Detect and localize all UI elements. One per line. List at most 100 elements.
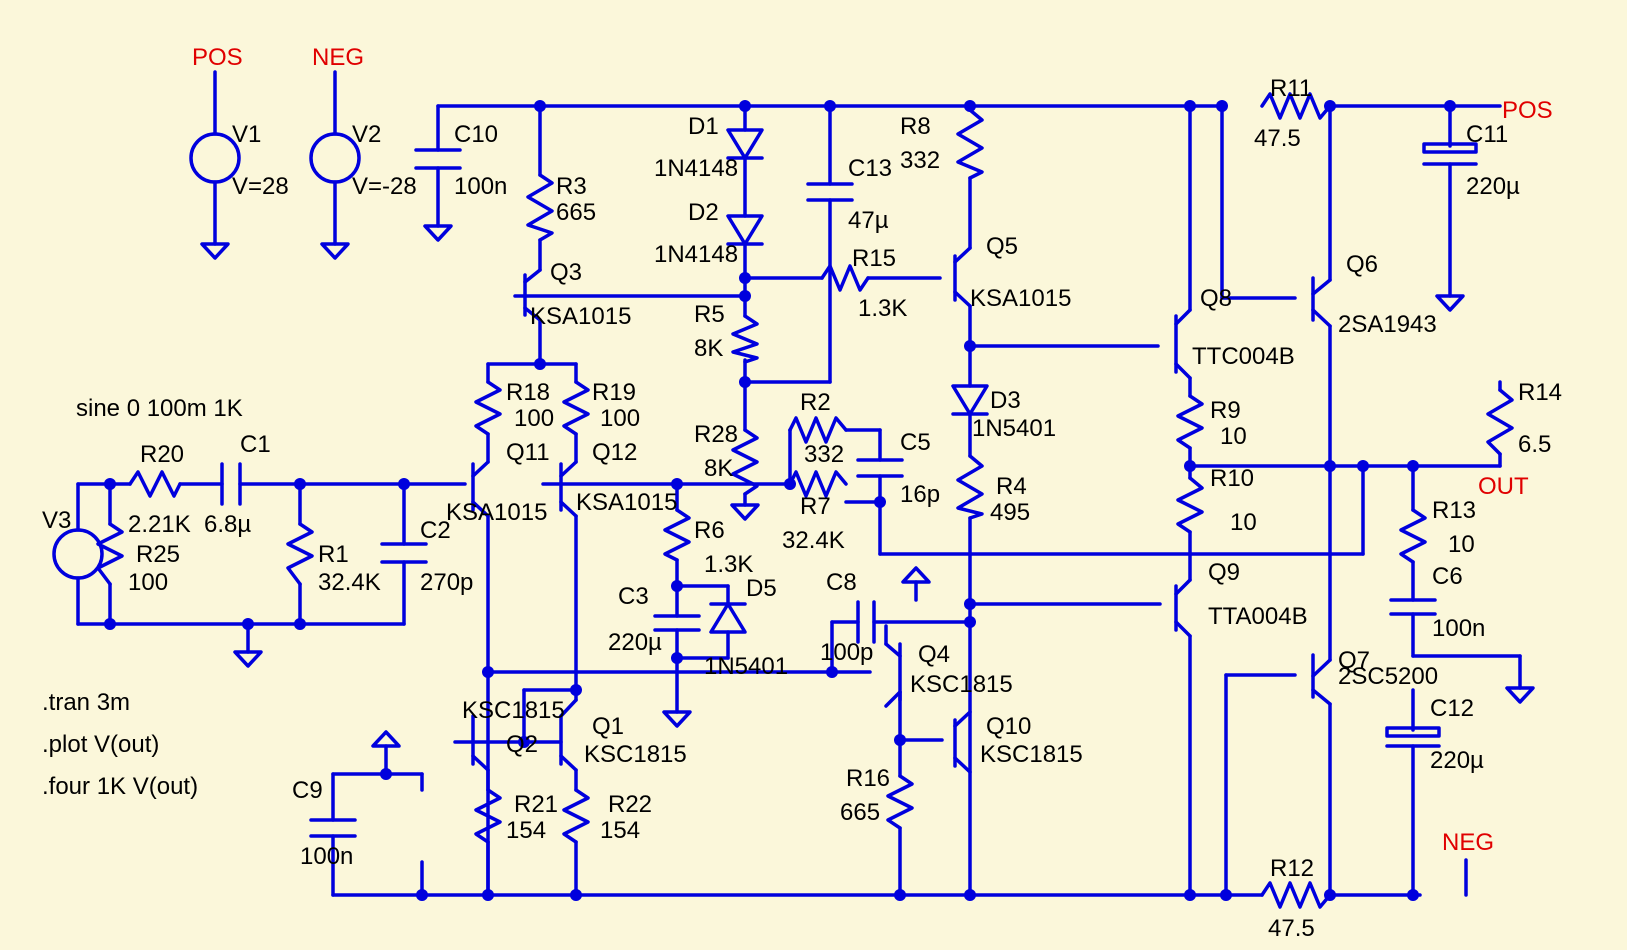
r11-value: 47.5 — [1254, 125, 1301, 152]
c11-name: C11 — [1466, 121, 1508, 148]
c12-name: C12 — [1430, 695, 1474, 722]
c13-value: 47µ — [848, 207, 889, 234]
v1-value: V=28 — [232, 173, 289, 200]
r12-value: 47.5 — [1268, 915, 1315, 942]
r2-value: 332 — [804, 441, 844, 468]
q5-value: KSA1015 — [970, 285, 1071, 312]
c3-name: C3 — [618, 583, 649, 610]
resistor-r6 — [663, 508, 691, 562]
spice-directives: .tran 3m .plot V(out) .four 1K V(out) — [42, 689, 198, 800]
source-symbols — [52, 132, 361, 580]
v2-name: V2 — [352, 121, 381, 148]
v2-value: V=-28 — [352, 173, 417, 200]
r22-value: 154 — [600, 817, 640, 844]
q9-name: Q9 — [1208, 559, 1240, 586]
r20-name: R20 — [140, 441, 184, 468]
resistor-r25 — [96, 522, 124, 586]
resistor-r14 — [1486, 388, 1514, 456]
q12-name: Q12 — [592, 439, 637, 466]
v1-name: V1 — [232, 121, 261, 148]
net-label-neg-bottom: NEG — [1442, 829, 1494, 856]
r12-name: R12 — [1270, 855, 1314, 882]
directive-plot: .plot V(out) — [42, 731, 159, 758]
c9-name: C9 — [292, 777, 323, 804]
r4-value: 495 — [990, 499, 1030, 526]
r22-name: R22 — [608, 791, 652, 818]
q8-value: TTC004B — [1192, 343, 1295, 370]
r1-value: 32.4K — [318, 569, 381, 596]
r11-name: R11 — [1270, 75, 1312, 102]
resistor-r19 — [562, 380, 590, 436]
r18-value: 100 — [514, 405, 554, 432]
r9-name: R9 — [1210, 397, 1241, 424]
directive-tran: .tran 3m — [42, 689, 130, 716]
r10-name: R10 — [1210, 465, 1254, 492]
r16-value: 665 — [840, 799, 880, 826]
r5-name: R5 — [694, 301, 725, 328]
r3-name: R3 — [556, 173, 587, 200]
d3-name: D3 — [990, 387, 1021, 414]
resistor-r4 — [956, 454, 984, 520]
r19-name: R19 — [592, 379, 636, 406]
c12-value: 220µ — [1430, 747, 1484, 774]
resistor-r13 — [1399, 508, 1427, 564]
r28-value: 8K — [704, 455, 733, 482]
resistor-r15 — [820, 264, 870, 292]
resistor-r28 — [731, 428, 759, 496]
r15-name: R15 — [852, 245, 896, 272]
net-label-pos-out: POS — [1502, 97, 1553, 124]
v3-value: sine 0 100m 1K — [76, 395, 243, 422]
d5-value: 1N5401 — [704, 653, 788, 680]
r9-value: 10 — [1220, 423, 1247, 450]
resistor-r1 — [286, 522, 314, 586]
q9-value: TTA004B — [1208, 603, 1308, 630]
q4-value: KSC1815 — [910, 671, 1013, 698]
r16-name: R16 — [846, 765, 890, 792]
component-labels: V1 V=28 V2 V=-28 V3 sine 0 100m 1K C10 1… — [42, 75, 1562, 942]
c3-value: 220µ — [608, 629, 662, 656]
r21-value: 154 — [506, 817, 546, 844]
ground-symbols — [200, 224, 1535, 748]
c8-name: C8 — [826, 569, 857, 596]
r28-name: R28 — [694, 421, 738, 448]
r25-name: R25 — [136, 541, 180, 568]
d1-name: D1 — [688, 113, 719, 140]
junction-dots — [104, 100, 1456, 901]
q11-name: Q11 — [506, 439, 550, 466]
net-label-pos-v1: POS — [192, 44, 243, 71]
resistor-r10 — [1176, 476, 1204, 534]
r15-value: 1.3K — [858, 295, 907, 322]
q10-name: Q10 — [986, 713, 1031, 740]
r8-name: R8 — [900, 113, 931, 140]
q4-name: Q4 — [918, 641, 950, 668]
q6-name: Q6 — [1346, 251, 1378, 278]
r6-value: 1.3K — [704, 551, 753, 578]
resistor-r21 — [474, 788, 502, 844]
r13-value: 10 — [1448, 531, 1475, 558]
resistor-r20 — [128, 470, 182, 498]
resistor-r8 — [956, 108, 984, 180]
resistor-r22 — [562, 788, 590, 844]
net-labels: POS NEG POS OUT NEG — [192, 44, 1553, 856]
q3-name: Q3 — [550, 259, 582, 286]
directive-four: .four 1K V(out) — [42, 773, 198, 800]
c1-value: 6.8µ — [204, 511, 251, 538]
resistor-r12 — [1260, 881, 1332, 909]
r19-value: 100 — [600, 405, 640, 432]
c6-value: 100n — [1432, 615, 1485, 642]
q1-value: KSC1815 — [584, 741, 687, 768]
q2-value: KSC1815 — [462, 697, 565, 724]
d5-name: D5 — [746, 575, 777, 602]
c5-name: C5 — [900, 429, 931, 456]
c11-value: 220µ — [1466, 173, 1520, 200]
r10-value: 10 — [1230, 509, 1257, 536]
wires — [76, 70, 1522, 897]
r14-name: R14 — [1518, 379, 1562, 406]
c8-value: 100p — [820, 639, 873, 666]
q2-name: Q2 — [506, 731, 538, 758]
c2-value: 270p — [420, 569, 473, 596]
r13-name: R13 — [1432, 497, 1476, 524]
r21-name: R21 — [514, 791, 558, 818]
d3-value: 1N5401 — [972, 415, 1056, 442]
c2-name: C2 — [420, 517, 451, 544]
